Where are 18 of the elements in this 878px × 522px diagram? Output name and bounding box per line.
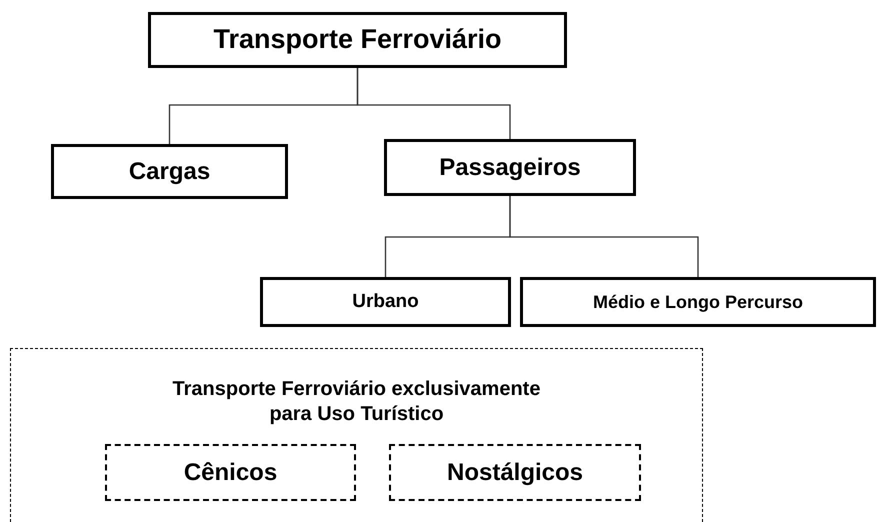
category-label: Cargas: [128, 156, 210, 186]
dashed-category-box: [389, 444, 641, 501]
connector-line: [356, 68, 511, 139]
dashed-group-box: [10, 348, 703, 522]
category-box: [51, 144, 288, 199]
category-label: Cênicos: [184, 458, 278, 488]
category-label: Transporte Ferroviário: [213, 23, 502, 56]
category-label: Nostálgicos: [446, 458, 584, 488]
category-label: Urbano: [352, 290, 419, 314]
category-label: Médio e Longo Percurso: [592, 290, 804, 314]
category-box: [520, 277, 876, 327]
dashed-category-box: [105, 444, 356, 501]
category-box: [384, 139, 636, 196]
category-box: [260, 277, 511, 327]
category-box: [148, 12, 567, 68]
group-heading: Transporte Ferroviário exclusivamente para Uso Turístico: [172, 377, 542, 427]
connector-line: [509, 196, 699, 277]
category-label: Passageiros: [439, 152, 581, 182]
